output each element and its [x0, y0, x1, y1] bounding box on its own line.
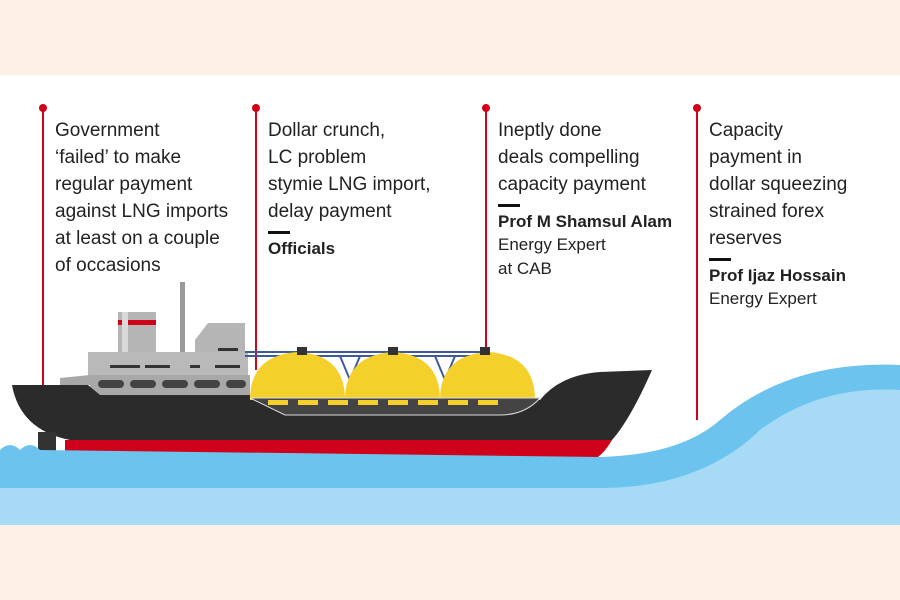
attribution-role: Energy Expert	[709, 289, 817, 308]
statement-line: delay payment	[268, 201, 392, 222]
ship-hull	[12, 370, 652, 457]
statement-line: Ineptly done	[498, 120, 602, 141]
attribution-name: Prof Ijaz Hossain	[709, 266, 846, 285]
statement-line: strained forex	[709, 201, 825, 222]
statement-shamsul-alam: Ineptly done deals compelling capacity p…	[498, 117, 672, 281]
statement-line: Government	[55, 120, 160, 141]
attribution-name: Officials	[268, 239, 336, 258]
statement-officials: Dollar crunch, LC problem stymie LNG imp…	[268, 117, 431, 260]
statement-line: dollar squeezing	[709, 174, 848, 195]
attribution-dash	[268, 231, 290, 234]
attribution-name: Prof M Shamsul Alam	[498, 212, 673, 231]
statement-line: regular payment	[55, 174, 193, 195]
statement-line: against LNG imports	[55, 201, 229, 222]
statement-line: payment in	[709, 147, 802, 168]
statement-government: Government ‘failed’ to make regular paym…	[55, 117, 228, 279]
statement-line: capacity payment	[498, 174, 646, 195]
attribution-role: Energy Expert	[498, 235, 606, 254]
water	[0, 364, 900, 525]
statement-line: deals compelling	[498, 147, 640, 168]
statement-line: of occasions	[55, 255, 161, 276]
lng-tanks	[250, 347, 535, 400]
statement-line: reserves	[709, 228, 782, 249]
attribution-dash	[709, 258, 731, 261]
statement-line: ‘failed’ to make	[55, 147, 182, 168]
statement-line: at least on a couple	[55, 228, 220, 249]
attribution-dash	[498, 204, 520, 207]
statement-ijaz-hossain: Capacity payment in dollar squeezing str…	[709, 117, 847, 311]
statement-line: stymie LNG import,	[268, 174, 431, 195]
ship-superstructure	[60, 282, 250, 395]
attribution-role: at CAB	[498, 259, 552, 278]
pointer-lines	[39, 104, 701, 420]
statement-line: Capacity	[709, 120, 783, 141]
statement-line: Dollar crunch,	[268, 120, 386, 141]
statement-line: LC problem	[268, 147, 367, 168]
